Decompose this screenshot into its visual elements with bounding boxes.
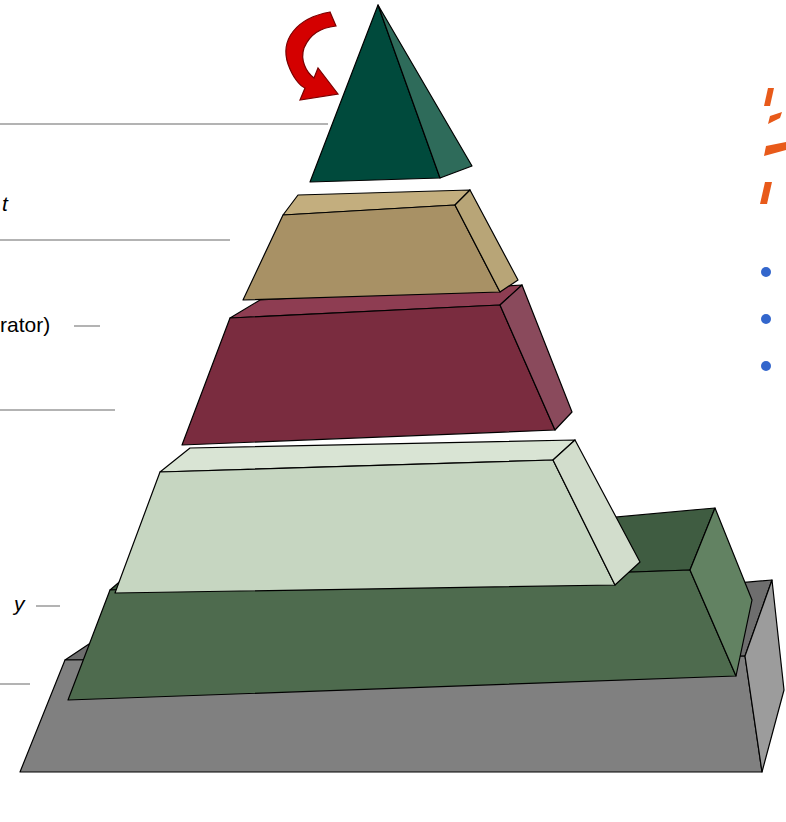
leader-line [36, 605, 60, 607]
leader-line [0, 123, 328, 125]
leader-line [0, 239, 230, 241]
cropped-heading-marks [760, 88, 786, 204]
layer-label: t [2, 192, 8, 215]
layer-label: rator) [0, 313, 50, 336]
pyramid-layer [243, 190, 518, 300]
leader-line [74, 325, 100, 327]
layer-label: y [14, 592, 25, 615]
leader-line [0, 683, 30, 685]
pyramid-layer [182, 285, 572, 445]
pyramid-layer [115, 440, 640, 593]
leader-line [0, 409, 115, 411]
bullet-dots [761, 267, 771, 371]
curved-arrow [286, 12, 338, 100]
